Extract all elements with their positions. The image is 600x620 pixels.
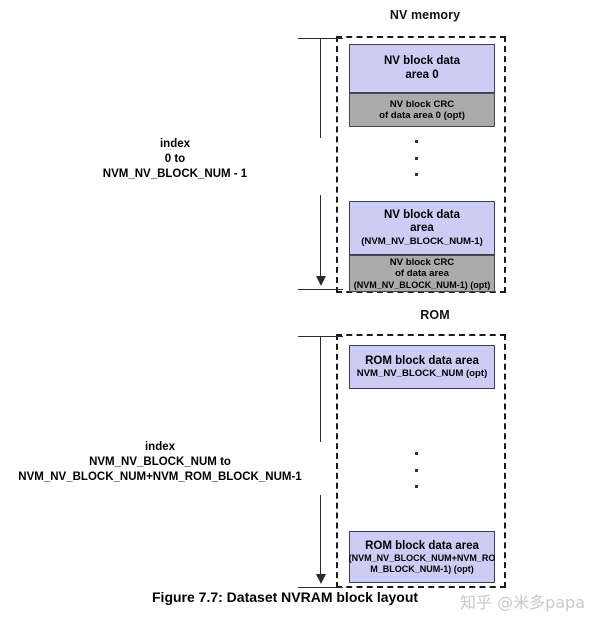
nv-block-crc-last-line3: (NVM_NV_BLOCK_NUM-1) (opt) [353,279,491,290]
nv-block-data-area-0: NV block data area 0 [349,44,495,93]
rom-block-last-line3: M_BLOCK_NUM-1) (opt) [370,563,474,574]
ellipsis-dot [414,173,418,176]
rom-region [336,334,506,588]
rom-index-label: index NVM_NV_BLOCK_NUM to NVM_NV_BLOCK_N… [0,440,320,486]
nv-block-crc-last-line2: of data area [395,268,449,280]
nv-memory-region [336,36,506,293]
rom-title: ROM [420,308,450,322]
rom-ellipsis [414,452,418,488]
rom-index-label-line3: NVM_NV_BLOCK_NUM+NVM_ROM_BLOCK_NUM-1 [18,471,302,484]
rom-block-first-line2: NVM_NV_BLOCK_NUM (opt) [356,368,488,380]
nv-block-crc-last: NV block CRC of data area (NVM_NV_BLOCK_… [349,255,495,292]
nv-index-label: index 0 to NVM_NV_BLOCK_NUM - 1 [30,137,320,183]
nv-index-arrow-icon [316,276,326,286]
rom-index-arrow-icon [316,574,326,584]
nv-block-data-last-line2: area [410,222,434,235]
rom-block-data-area-last: ROM block data area (NVM_NV_BLOCK_NUM+NV… [349,531,495,583]
nv-index-label-line1: index [159,138,191,150]
rom-block-first-line1: ROM block data area [365,354,479,367]
rom-index-bracket-upper-stem [320,336,321,442]
rom-index-label-line2: NVM_NV_BLOCK_NUM to [89,456,231,469]
ellipsis-dot [414,140,418,143]
nv-block-data-area-last: NV block data area (NVM_NV_BLOCK_NUM-1) [349,201,495,255]
nv-block-data-0-line1: NV block data [383,54,461,67]
rom-block-data-area-first: ROM block data area NVM_NV_BLOCK_NUM (op… [349,345,495,389]
nv-block-crc-0-line2: of data area 0 (opt) [379,110,465,121]
nv-memory-title: NV memory [389,8,461,22]
rom-index-bracket-lower-stem [320,495,321,577]
watermark: 知乎 @米多papa [460,593,586,612]
nv-index-bracket-lower-stem [320,195,321,279]
nv-block-crc-0: NV block CRC of data area 0 (opt) [349,93,495,127]
nv-memory-ellipsis [414,140,418,176]
nv-block-data-last-line3: (NVM_NV_BLOCK_NUM-1) [361,235,483,247]
ellipsis-dot [414,156,418,160]
nv-index-bracket-upper-stem [320,38,321,138]
rom-index-label-line1: index [144,441,176,453]
rom-block-last-line1: ROM block data area [365,539,479,552]
ellipsis-dot [414,452,418,455]
ellipsis-dot [414,485,418,488]
nv-index-label-line3: NVM_NV_BLOCK_NUM - 1 [102,168,248,181]
nv-index-label-line2: 0 to [164,153,186,166]
nv-block-data-last-line1: NV block data [383,208,461,221]
rom-index-bracket-bottom-tick [298,587,343,588]
rom-block-last-line2: (NVM_NV_BLOCK_NUM+NVM_RO [348,553,496,564]
nv-index-bracket-bottom-tick [298,289,343,290]
nv-block-data-0-line2: area 0 [405,68,439,81]
nv-block-crc-last-line1: NV block CRC [389,256,455,268]
figure-caption: Figure 7.7: Dataset NVRAM block layout [152,589,419,605]
nv-block-crc-0-line1: NV block CRC [389,98,455,110]
ellipsis-dot [414,468,418,472]
